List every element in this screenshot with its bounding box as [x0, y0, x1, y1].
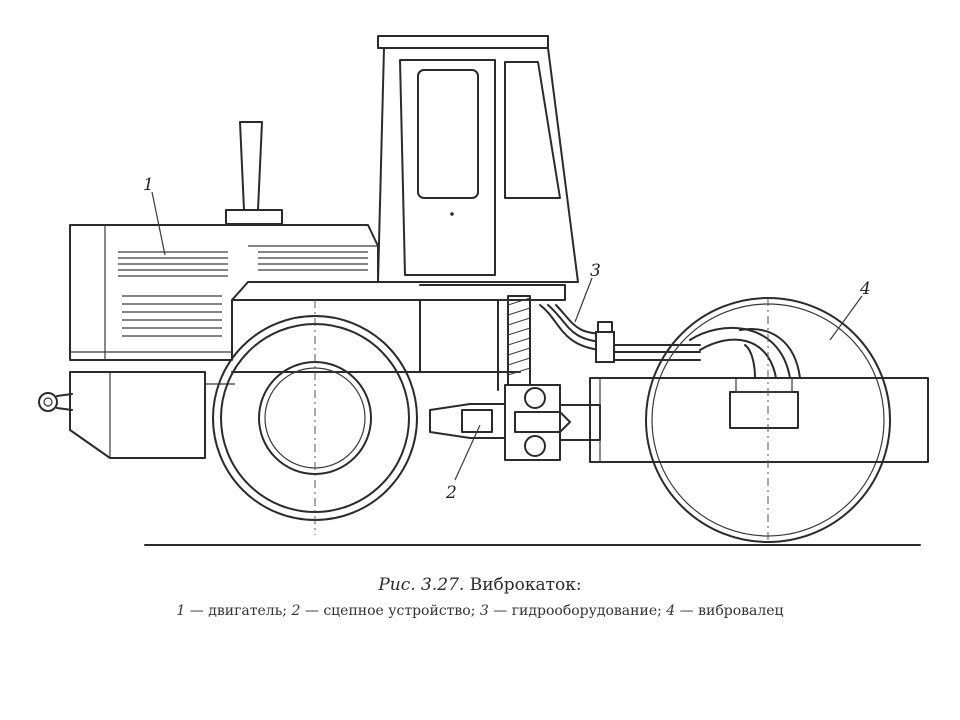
label-hydraulics: 3: [590, 261, 601, 281]
hood-louvres: [118, 251, 368, 337]
legend-text-2: сцепное устройство;: [323, 603, 476, 619]
caption-legend: 1 — двигатель; 2 — сцепное устройство; 3…: [176, 603, 784, 619]
caption-prefix: Рис. 3.27.: [378, 575, 465, 595]
vibratory-drum: [589, 297, 929, 543]
coupling-device: [429, 384, 601, 461]
label-roller: 4: [859, 279, 871, 299]
label-coupling: 2: [445, 483, 457, 503]
engine-hood: [69, 121, 379, 361]
operator-cab: [377, 35, 579, 391]
caption-title-line: Рис. 3.27. Виброкаток:: [0, 572, 960, 598]
figure-caption: Рис. 3.27. Виброкаток: 1 — двигатель; 2 …: [0, 572, 960, 624]
rear-counterweight: [69, 371, 235, 459]
label-engine: 1: [143, 175, 154, 195]
legend-num-3: 3: [479, 603, 489, 619]
legend-num-4: 4: [666, 603, 676, 619]
legend-text-4: вибровалец: [698, 603, 784, 619]
legend-text-3: гидрооборудование;: [511, 603, 662, 619]
tow-hook: [38, 392, 73, 412]
legend-num-2: 2: [291, 603, 301, 619]
caption-title: Виброкаток:: [469, 575, 582, 595]
hydraulic-lines: [539, 304, 801, 429]
legend-num-1: 1: [176, 603, 186, 619]
main-frame: [231, 284, 566, 373]
vibratory-roller-drawing: 1 2 3 4: [38, 35, 929, 546]
legend-text-1: двигатель;: [208, 603, 288, 619]
rear-wheel: [212, 300, 418, 535]
